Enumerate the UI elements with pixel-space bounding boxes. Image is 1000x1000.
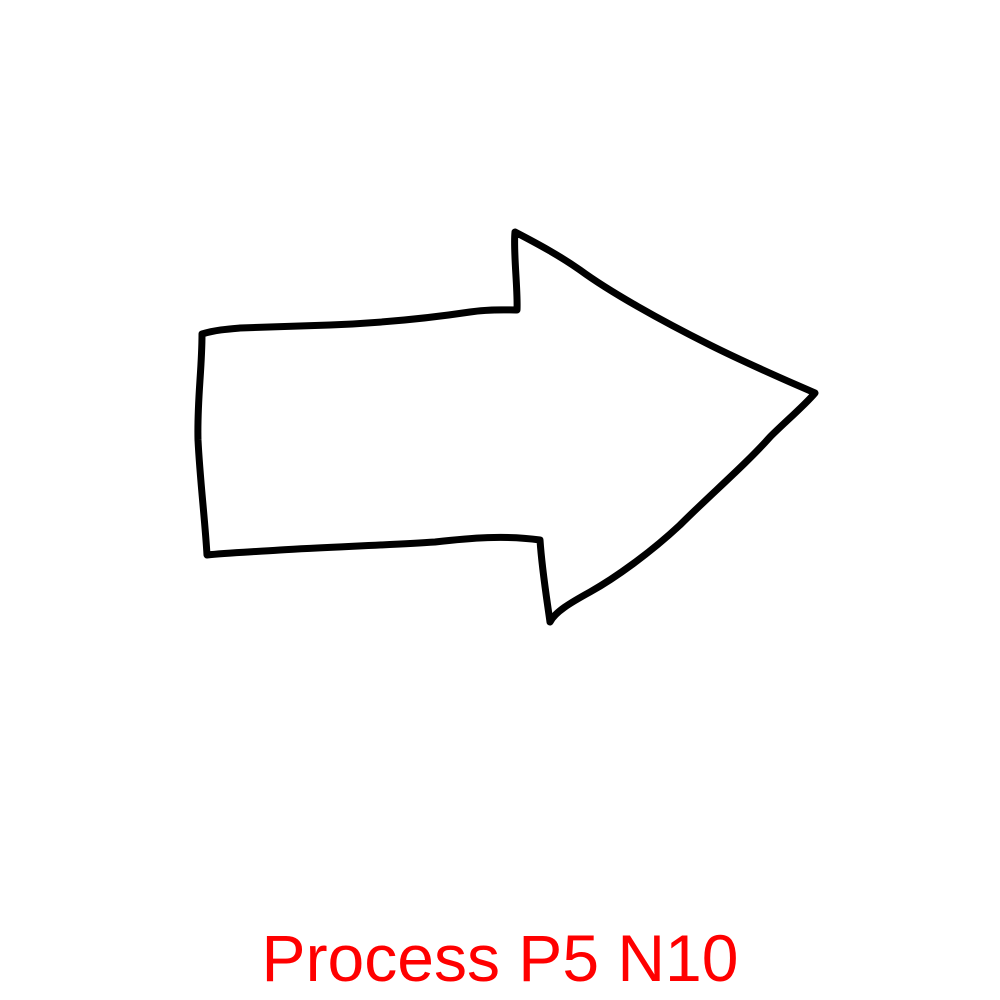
arrow-outline bbox=[194, 228, 819, 626]
caption-label: Process P5 N10 bbox=[261, 921, 739, 995]
